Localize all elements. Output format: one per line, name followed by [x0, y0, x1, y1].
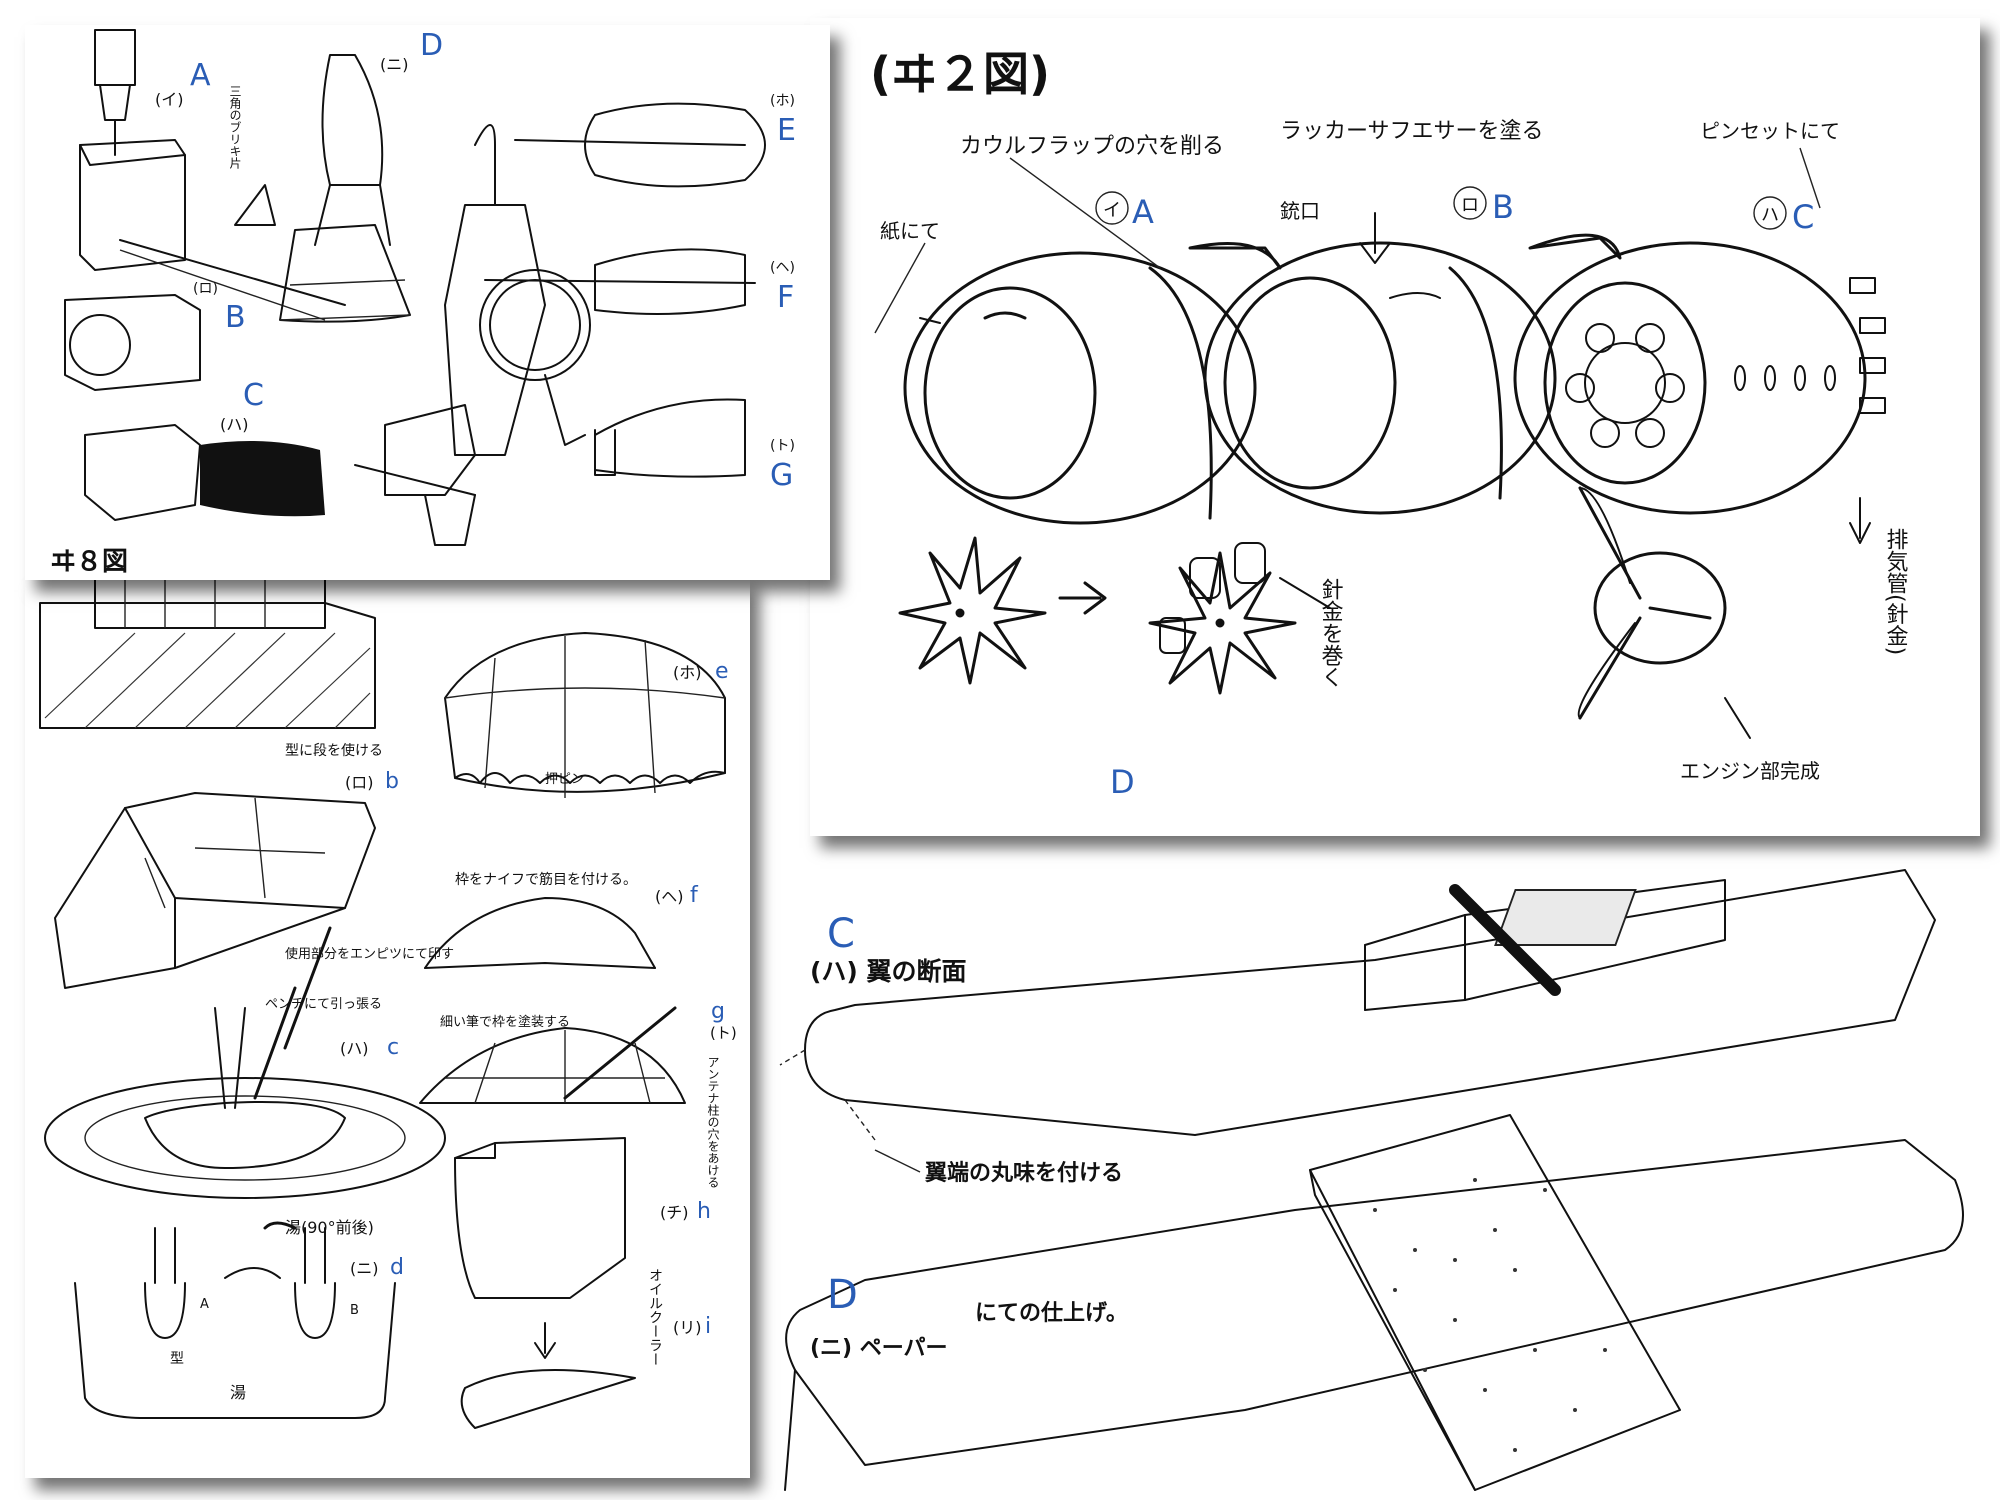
letter-C-wing: C — [827, 911, 855, 957]
marker-ha-canopy: (ハ) — [340, 1039, 369, 1058]
marker-ni-fig8: (ニ) — [380, 55, 409, 74]
note-tweezers: ピンセットにて — [1700, 119, 1840, 143]
canopy-molding-panel: 型に段を使ける (ロ) b 使用部分をエンピツにて印す ペンチにて引っ張る (ハ… — [25, 578, 750, 1478]
nose-cone-fig8-panel: (イ) A (ロ) B C (ハ) 三角のブリキ片 (ニ) D (ホ) E (ヘ… — [25, 25, 830, 580]
marker-to-fig8: (ト) — [770, 438, 795, 454]
fig8-label: ヰ８図 — [50, 547, 128, 577]
marker-ro-fig2: ロ — [1461, 195, 1479, 216]
marker-ho-canopy: (ホ) — [673, 663, 702, 682]
marker-i-fig2: イ — [1103, 200, 1121, 221]
note-oil-cooler: オイルクーラー — [647, 1268, 663, 1366]
letter-B-fig8: B — [225, 300, 246, 335]
cowling-drawings: (ヰ２図) — [870, 47, 1909, 801]
note-step-on-mold: 型に段を使ける — [285, 742, 383, 759]
letter-A-fig2: A — [1132, 193, 1154, 231]
note-mark-pencil: 使用部分をエンピツにて印す — [285, 946, 454, 962]
letter-G-fig8: G — [770, 458, 793, 493]
note-paper: 紙にて — [880, 219, 940, 243]
letter-e-canopy: e — [715, 659, 729, 684]
note-lacquer: ラッカーサフエサーを塗る — [1280, 119, 1544, 144]
note-wing-section: (ハ) 翼の断面 — [810, 957, 967, 986]
letter-D-wing: D — [827, 1272, 858, 1318]
wing-drawings: C (ハ) 翼の断面 翼端の丸味を付ける D (ニ) ペーパー にての仕上げ。 — [779, 869, 1964, 1491]
note-gun-port: 銃口 — [1280, 199, 1320, 223]
marker-he-fig8: (ヘ) — [770, 260, 795, 276]
marker-ha-fig2: ハ — [1761, 205, 1779, 226]
letter-i-canopy: i — [705, 1314, 711, 1339]
letter-D-fig8: D — [420, 28, 443, 63]
note-engine-done: エンジン部完成 — [1680, 759, 1820, 783]
note-push-pin: 押ピン — [545, 772, 584, 787]
note-antenna: アンテナ柱の穴をあける — [706, 1056, 720, 1188]
marker-to-canopy: (ト) — [710, 1024, 737, 1042]
note-hot-water: 湯(90°前後) — [285, 1218, 374, 1237]
canopy-drawings: 型に段を使ける (ロ) b 使用部分をエンピツにて印す ペンチにて引っ張る (ハ… — [39, 578, 737, 1429]
marker-ro-canopy: (ロ) — [345, 773, 374, 792]
letter-d-canopy: d — [390, 1255, 404, 1280]
cowling-fig2-panel: (ヰ２図) — [810, 18, 1980, 836]
letter-F-fig8: F — [777, 280, 794, 315]
note-brush-frame: 細い筆で枠を塗装する — [440, 1014, 570, 1030]
marker-he-canopy: (ヘ) — [655, 887, 684, 906]
letter-b: b — [385, 769, 399, 794]
note-a-small: A — [200, 1297, 209, 1312]
letter-E-fig8: E — [777, 113, 796, 148]
note-b-small: B — [350, 1303, 359, 1318]
note-paper-finish-a: (ニ) ペーパー — [810, 1336, 948, 1361]
note-mold: 型 — [170, 1351, 184, 1367]
letter-C-fig2: C — [1792, 198, 1814, 236]
note-paper-finish-b: にての仕上げ。 — [975, 1301, 1128, 1326]
letter-A-fig8: A — [190, 58, 211, 93]
note-water: 湯 — [230, 1383, 246, 1402]
letter-D-fig2: D — [1110, 763, 1135, 801]
marker-ni-canopy: (ニ) — [350, 1259, 379, 1278]
sandpaper-grain — [1373, 1178, 1607, 1452]
note-wire-wrap: 針金を巻く — [1318, 578, 1344, 688]
nose-cone-drawings: (イ) A (ロ) B C (ハ) 三角のブリキ片 (ニ) D (ホ) E (ヘ… — [50, 28, 796, 577]
marker-chi-canopy: (チ) — [660, 1203, 689, 1222]
marker-ri-canopy: (リ) — [673, 1318, 702, 1337]
letter-C-fig8: C — [243, 378, 264, 413]
letter-g-canopy: g — [711, 999, 725, 1024]
marker-ro-fig8: (ロ) — [193, 281, 218, 297]
note-cowl-flap: カウルフラップの穴を削る — [960, 134, 1224, 159]
marker-ha-fig8: (ハ) — [220, 415, 249, 434]
note-exhaust: 排気管(針金) — [1883, 528, 1909, 655]
marker-ho-fig8: (ホ) — [770, 93, 795, 109]
marker-i-fig8: (イ) — [155, 90, 184, 109]
letter-c-canopy: c — [387, 1035, 399, 1060]
wing-finishing-panel: C (ハ) 翼の断面 翼端の丸味を付ける D (ニ) ペーパー にての仕上げ。 — [775, 850, 2000, 1500]
note-knife-frame: 枠をナイフで筋目を付ける。 — [455, 871, 637, 888]
note-pliers: ペンチにて引っ張る — [265, 997, 382, 1012]
note-round-edge: 翼端の丸味を付ける — [925, 1161, 1123, 1186]
letter-B-fig2: B — [1492, 188, 1514, 226]
letter-f-canopy: f — [690, 883, 699, 908]
letter-h-canopy: h — [697, 1199, 711, 1224]
fig2-title: (ヰ２図) — [870, 47, 1050, 101]
note-triangle: 三角のブリキ片 — [228, 85, 242, 169]
